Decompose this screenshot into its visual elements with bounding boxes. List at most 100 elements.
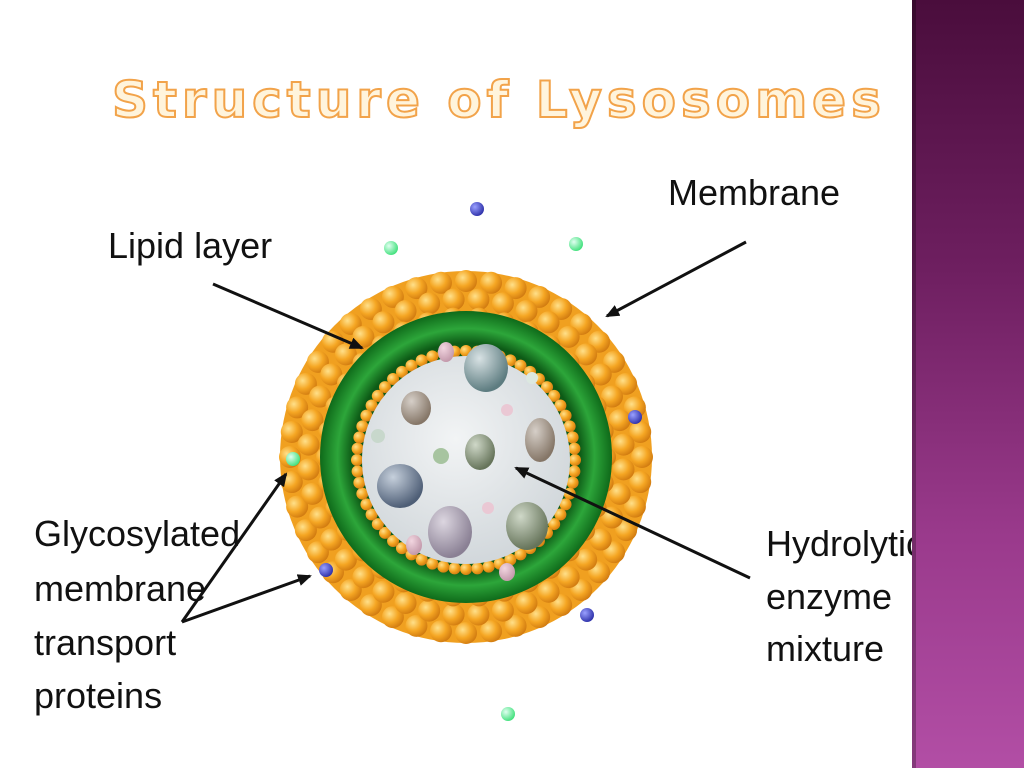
membrane-bead — [615, 519, 638, 542]
lipid-layer-arrow — [212, 282, 364, 350]
vesicle — [406, 535, 422, 555]
membrane-bead — [608, 482, 631, 505]
inner-bead — [415, 553, 428, 566]
membrane-bead — [309, 506, 332, 529]
inner-bead — [437, 560, 450, 573]
membrane-bead — [372, 311, 395, 334]
inner-bead — [568, 465, 581, 478]
vesicle — [401, 391, 431, 425]
membrane-bead — [557, 325, 580, 348]
membrane-bead — [612, 458, 635, 481]
inner-bead — [351, 442, 364, 455]
membrane-bead — [600, 385, 623, 408]
decorative-side-bar — [912, 0, 1024, 768]
label-hydrolytic-line-2: enzyme — [766, 576, 892, 617]
protein-dot-blue — [628, 410, 642, 424]
vesicle — [501, 404, 513, 416]
inner-bead — [559, 409, 572, 422]
label-glycosylated-line-2: membrane — [34, 568, 206, 609]
inner-bead — [415, 354, 428, 367]
inner-bead — [353, 476, 366, 489]
inner-bead — [563, 420, 576, 433]
membrane-bead — [528, 285, 551, 308]
label-glycosylated-line-4: proteins — [34, 675, 162, 716]
membrane-bead — [286, 495, 309, 518]
label-glycosylated-line-3: transport — [34, 622, 176, 663]
inner-bead — [387, 535, 400, 548]
membrane-bead — [480, 620, 503, 643]
membrane-bead — [515, 591, 538, 614]
membrane-bead — [442, 288, 465, 311]
inner-bead — [378, 381, 391, 394]
inner-bead — [554, 508, 567, 521]
vesicle — [438, 342, 454, 362]
inner-bead — [405, 359, 418, 372]
inner-bead — [569, 454, 581, 466]
inner-bead — [460, 563, 472, 575]
membrane-bead — [575, 548, 598, 571]
label-hydrolytic-line-1: Hydrolytic — [766, 523, 912, 564]
inner-bead — [387, 372, 400, 385]
membrane-arrow — [605, 240, 747, 318]
slide-title: Structure of Lysosomes — [111, 70, 886, 130]
inner-bead — [541, 381, 554, 394]
enzyme-vesicles — [371, 342, 555, 581]
inner-bead — [395, 365, 408, 378]
membrane-bead — [442, 603, 465, 626]
lysosome-diagram: Membrane Lipid layer Glycosylated membra… — [34, 172, 912, 721]
membrane-bead — [301, 409, 324, 432]
inner-bead — [554, 399, 567, 412]
membrane-bead — [418, 292, 441, 315]
inner-bead — [568, 442, 581, 455]
membrane-bead — [334, 548, 357, 571]
membrane-bead — [405, 277, 428, 300]
inner-bead — [548, 389, 561, 402]
vesicle — [526, 372, 538, 384]
protein-dot-blue — [580, 608, 594, 622]
inner-bead — [360, 409, 373, 422]
inner-bead — [360, 498, 373, 511]
membrane-bead — [537, 311, 560, 334]
membrane-bead — [575, 343, 598, 366]
membrane-bead — [480, 271, 503, 294]
hydrolytic-arrow — [514, 466, 751, 580]
membrane-bead — [381, 606, 404, 629]
inner-bead — [371, 518, 384, 531]
inner-bead — [365, 399, 378, 412]
inner-bead — [471, 562, 484, 575]
membrane-bead — [631, 446, 653, 468]
membrane-bead — [309, 385, 332, 408]
protein-dot-green — [569, 237, 583, 251]
membrane-bead — [504, 277, 527, 300]
membrane-bead — [467, 603, 490, 626]
membrane-bead — [629, 420, 652, 443]
inner-bead — [559, 498, 572, 511]
inner-bead — [426, 350, 439, 363]
membrane-bead — [557, 566, 580, 589]
label-hydrolytic-line-3: mixture — [766, 628, 884, 669]
vesicle — [464, 344, 508, 392]
membrane-bead — [394, 300, 417, 323]
callout-arrows — [180, 240, 751, 624]
membrane-bead — [320, 528, 343, 551]
membrane-bead — [352, 566, 375, 589]
inner-bead — [514, 359, 527, 372]
inner-bead — [371, 389, 384, 402]
membrane-bead — [280, 420, 303, 443]
membrane-bead — [608, 409, 631, 432]
protein-dot-green — [286, 452, 300, 466]
membrane-bead — [455, 622, 477, 644]
vesicle — [499, 563, 515, 581]
inner-bead — [566, 431, 579, 444]
label-membrane: Membrane — [668, 172, 840, 213]
inner-bead — [353, 431, 366, 444]
membrane-bead — [394, 591, 417, 614]
protein-dot-blue — [470, 202, 484, 216]
membrane-bead — [334, 343, 357, 366]
inner-bead — [514, 548, 527, 561]
glycosylated-arrow-lower — [181, 574, 312, 624]
membrane-bead — [491, 292, 514, 315]
inner-bead — [504, 553, 517, 566]
label-glycosylated-line-1: Glycosylated — [34, 513, 240, 554]
